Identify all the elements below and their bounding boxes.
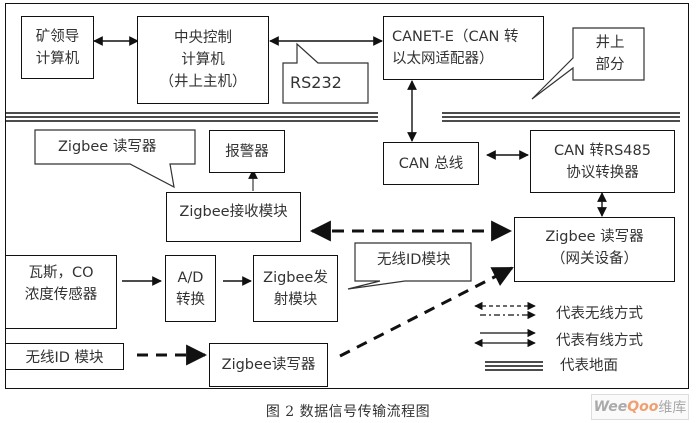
diagram-frame (5, 3, 689, 389)
link-reader-gateway-wireless (339, 266, 514, 358)
node-ad-converter: A/D 转换 (165, 255, 216, 322)
node-line: 浓度传感器 (24, 287, 98, 303)
node-zigbee-transmitter: Zigbee发 射模块 (253, 255, 338, 322)
node-zigbee-gateway: Zigbee 读写器 （网关设备） (514, 217, 675, 282)
node-line: 计算机 (35, 50, 80, 67)
legend-wireless-label: 代表无线方式 (556, 306, 643, 322)
figure-caption: 图 2 数据信号传输流程图 (265, 404, 431, 420)
callout-line: 井上 (595, 35, 625, 51)
node-line: Zigbee发 (263, 269, 328, 286)
node-line: CANET-E（CAN 转 (392, 29, 519, 45)
callout-above-ground-shape (531, 27, 645, 100)
node-line: CAN 转RS485 (554, 142, 651, 159)
node-canet-adapter: CANET-E（CAN 转 以太网适配器） (383, 16, 544, 80)
node-line: 射模块 (273, 291, 318, 308)
node-line: 转换 (176, 291, 205, 308)
node-line: （网关设备） (551, 251, 638, 267)
ground-line-right (442, 112, 680, 122)
node-line: 报警器 (225, 143, 269, 160)
node-gas-co-sensor: 瓦斯，CO 浓度传感器 (5, 255, 117, 329)
legend-wired-label: 代表有线方式 (556, 333, 643, 349)
node-line: 以太网适配器） (392, 51, 494, 67)
callout-wireless-id-shape (347, 242, 472, 290)
watermark-prefix: Wee (593, 399, 628, 415)
node-line: CAN 总线 (398, 155, 464, 172)
node-can-rs485-converter: CAN 转RS485 协议转换器 (530, 130, 675, 193)
watermark-highlight: Qoo (627, 399, 659, 415)
node-line: Zigbee读写器 (221, 357, 316, 373)
callout-line: 部分 (595, 57, 625, 73)
node-mine-leader-computer: 矿领导 计算机 (21, 16, 94, 79)
node-line: （井上主机） (159, 74, 247, 90)
node-zigbee-reader: Zigbee读写器 (209, 343, 328, 387)
node-line: 无线ID 模块 (25, 350, 104, 366)
node-can-bus: CAN 总线 (383, 142, 479, 185)
legend-ground-label: 代表地面 (560, 358, 618, 374)
legend-wired-mark (474, 328, 536, 348)
callout-wireless-id-note: 无线ID模块 (377, 252, 451, 268)
ground-line-left (6, 112, 378, 122)
node-line: 协议转换器 (566, 164, 639, 181)
callout-zigbee-reader-shape (34, 129, 196, 189)
node-alarm: 报警器 (209, 130, 285, 173)
legend-ground-mark (485, 361, 543, 371)
callout-above-ground: 井上 部分 (590, 32, 630, 76)
legend-wireless-mark (474, 301, 536, 320)
callout-rs232-shape (282, 42, 369, 104)
node-line: A/D (177, 269, 204, 286)
node-line: 计算机 (181, 52, 225, 68)
node-line: 矿领导 (35, 28, 80, 45)
node-central-control-computer: 中央控制 计算机 （井上主机） (137, 16, 269, 104)
node-zigbee-receiver: Zigbee接收模块 (166, 192, 301, 242)
callout-zigbee-reader-note: Zigbee 读写器 (58, 139, 157, 155)
watermark-suffix: 维库 (658, 400, 687, 416)
node-line: Zigbee 读写器 (545, 229, 644, 245)
node-wireless-id-module: 无线ID 模块 (5, 343, 124, 370)
node-line: 中央控制 (174, 30, 232, 46)
node-line: Zigbee接收模块 (179, 204, 288, 220)
node-line: 瓦斯，CO (28, 265, 94, 281)
callout-rs232: RS232 (290, 73, 342, 92)
